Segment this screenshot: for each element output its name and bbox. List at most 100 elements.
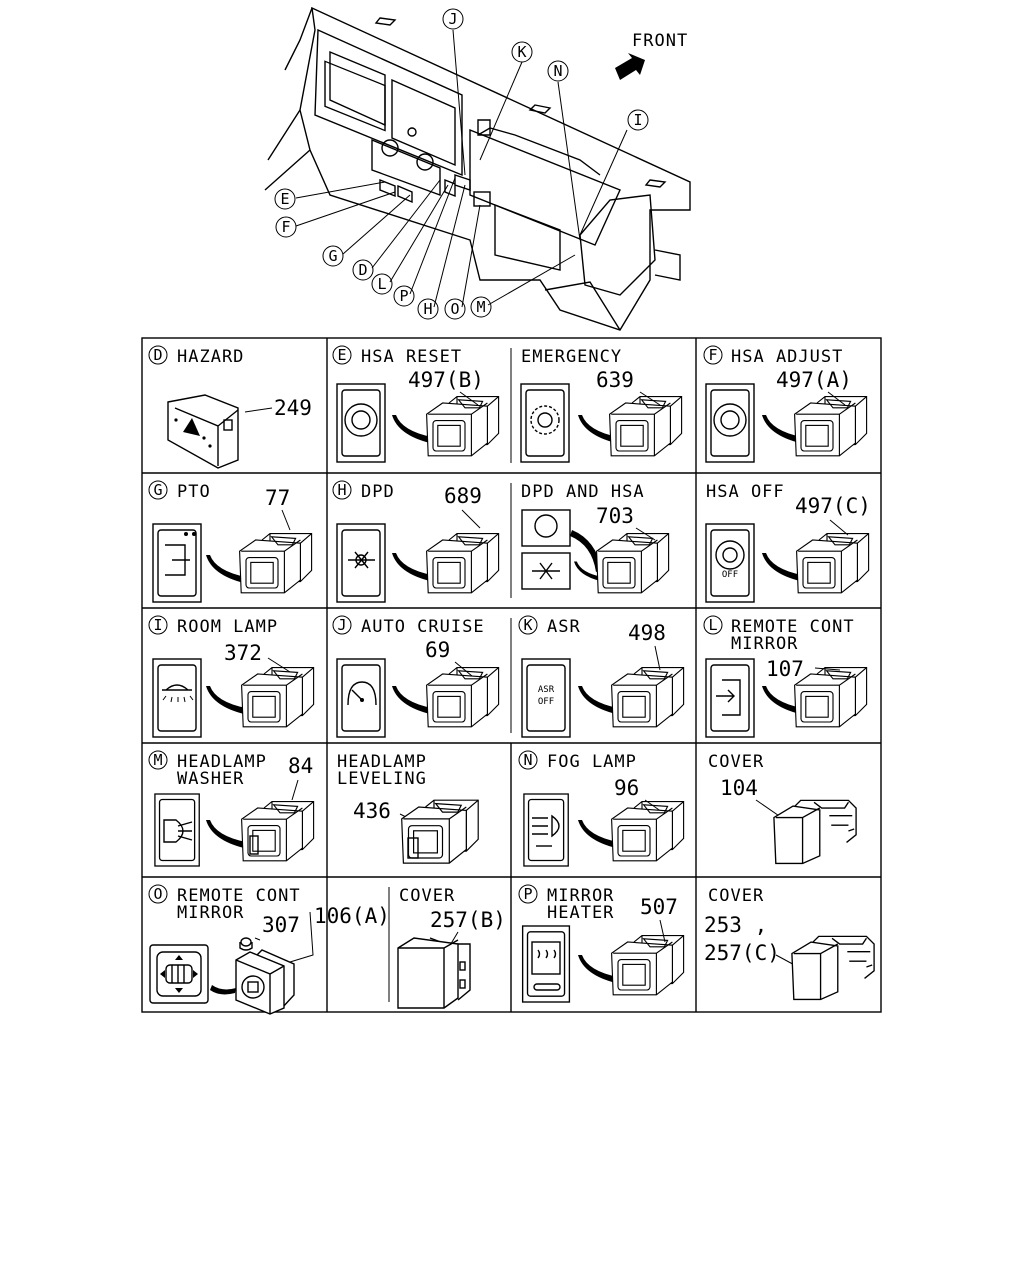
callout-p: P: [393, 285, 415, 307]
part-number: 689: [444, 484, 482, 508]
part-name-line1: MIRROR: [547, 886, 614, 906]
svg-text:P: P: [523, 885, 532, 903]
svg-text:G: G: [153, 481, 162, 499]
part-name-line1: REMOTE CONT: [177, 886, 301, 906]
hsa-icon: [713, 403, 747, 437]
mirror-control-face: [149, 944, 209, 1004]
cell-fog-lamp: N FOG LAMP 96: [518, 750, 685, 867]
part-number: 436: [353, 799, 391, 823]
mirror-heater-icon: [531, 941, 561, 991]
svg-text:J: J: [448, 10, 457, 28]
svg-text:M: M: [476, 298, 485, 316]
part-name-line1: REMOTE CONT: [731, 617, 855, 637]
svg-text:K: K: [517, 43, 526, 61]
cell-hsa-adjust: F HSA ADJUST 497(A): [703, 345, 868, 463]
svg-text:P: P: [399, 287, 408, 305]
callout-g: G: [322, 245, 344, 267]
cell-auto-cruise: J AUTO CRUISE 69: [332, 615, 500, 738]
part-name: ROOM LAMP: [177, 617, 278, 637]
part-number: 96: [614, 776, 639, 800]
svg-text:I: I: [633, 111, 642, 129]
part-name-line2: MIRROR: [177, 903, 244, 923]
part-number: 107: [766, 657, 804, 681]
mirror-knob-pin: [239, 937, 253, 951]
room-lamp-icon: [162, 684, 194, 703]
part-name: FOG LAMP: [547, 752, 637, 772]
svg-text:M: M: [153, 751, 162, 769]
svg-text:E: E: [337, 346, 346, 364]
fog-lamp-icon: [532, 814, 560, 847]
dashboard-illustration: [264, 6, 691, 331]
cell-dpd-and-hsa: DPD AND HSA 703: [521, 482, 670, 594]
asr-icon-label: ASR: [538, 685, 555, 695]
svg-text:L: L: [708, 616, 717, 634]
callout-j: J: [442, 8, 464, 30]
part-name: HAZARD: [177, 347, 244, 367]
part-number-257c: 257(C): [704, 941, 780, 965]
callout-n: N: [547, 60, 569, 82]
part-name-line2: HEATER: [547, 903, 614, 923]
callout-h: H: [417, 298, 439, 320]
cell-headlamp-washer: M HEADLAMP WASHER 84: [148, 750, 315, 867]
callout-k: K: [511, 41, 533, 63]
svg-text:H: H: [423, 300, 432, 318]
part-name: HSA OFF: [706, 482, 785, 502]
svg-text:OFF: OFF: [722, 570, 738, 580]
svg-text:D: D: [358, 261, 367, 279]
svg-text:K: K: [523, 616, 532, 634]
part-name: AUTO CRUISE: [361, 617, 485, 637]
part-name: HSA ADJUST: [731, 347, 843, 367]
callout-leaders: [295, 29, 628, 308]
cell-cover-104: COVER 104: [708, 752, 857, 865]
part-number: 497(C): [795, 494, 871, 518]
svg-text:L: L: [377, 275, 386, 293]
cell-headlamp-leveling: HEADLAMP LEVELING 436: [337, 752, 479, 864]
cell-hazard: D HAZARD 249: [148, 345, 312, 469]
svg-text:N: N: [523, 751, 532, 769]
svg-text:J: J: [337, 616, 346, 634]
cell-hsa-off: HSA OFF 497(C) OFF: [705, 482, 871, 603]
part-number: 497(A): [776, 368, 852, 392]
part-number: 104: [720, 776, 758, 800]
callout-o: O: [444, 298, 466, 320]
callout-e: E: [274, 188, 296, 210]
cell-cover-257b: COVER 257(B): [397, 886, 506, 1009]
svg-text:F: F: [708, 346, 717, 364]
part-number: 639: [596, 368, 634, 392]
cell-asr: K ASR 498 ASR OFF: [518, 615, 685, 738]
hsa-icon: [344, 403, 378, 437]
hsa-off-icon: OFF: [715, 540, 745, 580]
part-name: HSA RESET: [361, 347, 462, 367]
part-number: 498: [628, 621, 666, 645]
part-name: COVER: [708, 886, 764, 906]
part-name: DPD AND HSA: [521, 482, 645, 502]
part-name-line2: LEVELING: [337, 769, 427, 789]
svg-text:H: H: [337, 481, 346, 499]
dpd-icon: [348, 551, 375, 569]
part-number: 77: [265, 486, 290, 510]
part-name: DPD: [361, 482, 395, 502]
svg-text:E: E: [280, 190, 289, 208]
cell-hsa-reset: E HSA RESET 497(B): [332, 345, 500, 463]
svg-text:O: O: [450, 300, 459, 318]
part-name-line2: WASHER: [177, 769, 244, 789]
callout-d: D: [352, 259, 374, 281]
part-number: 372: [224, 641, 262, 665]
part-number: 497(B): [408, 368, 484, 392]
part-number: 249: [274, 396, 312, 420]
mirror-control-switch: [235, 949, 295, 1015]
part-number-106a: 106(A): [314, 904, 390, 928]
asr-off-label: OFF: [538, 697, 554, 707]
svg-text:D: D: [153, 346, 162, 364]
parts-table-grid: [141, 337, 882, 1013]
part-number: 507: [640, 895, 678, 919]
part-name: ASR: [547, 617, 581, 637]
cell-emergency: EMERGENCY 639: [520, 347, 683, 463]
part-name: COVER: [399, 886, 455, 906]
callout-i: I: [627, 109, 649, 131]
cell-dpd: H DPD 689: [332, 480, 500, 603]
part-number: 257(B): [430, 908, 506, 932]
cell-remote-cont-mirror-l: L REMOTE CONT MIRROR 107: [703, 615, 868, 738]
svg-text:N: N: [553, 62, 562, 80]
